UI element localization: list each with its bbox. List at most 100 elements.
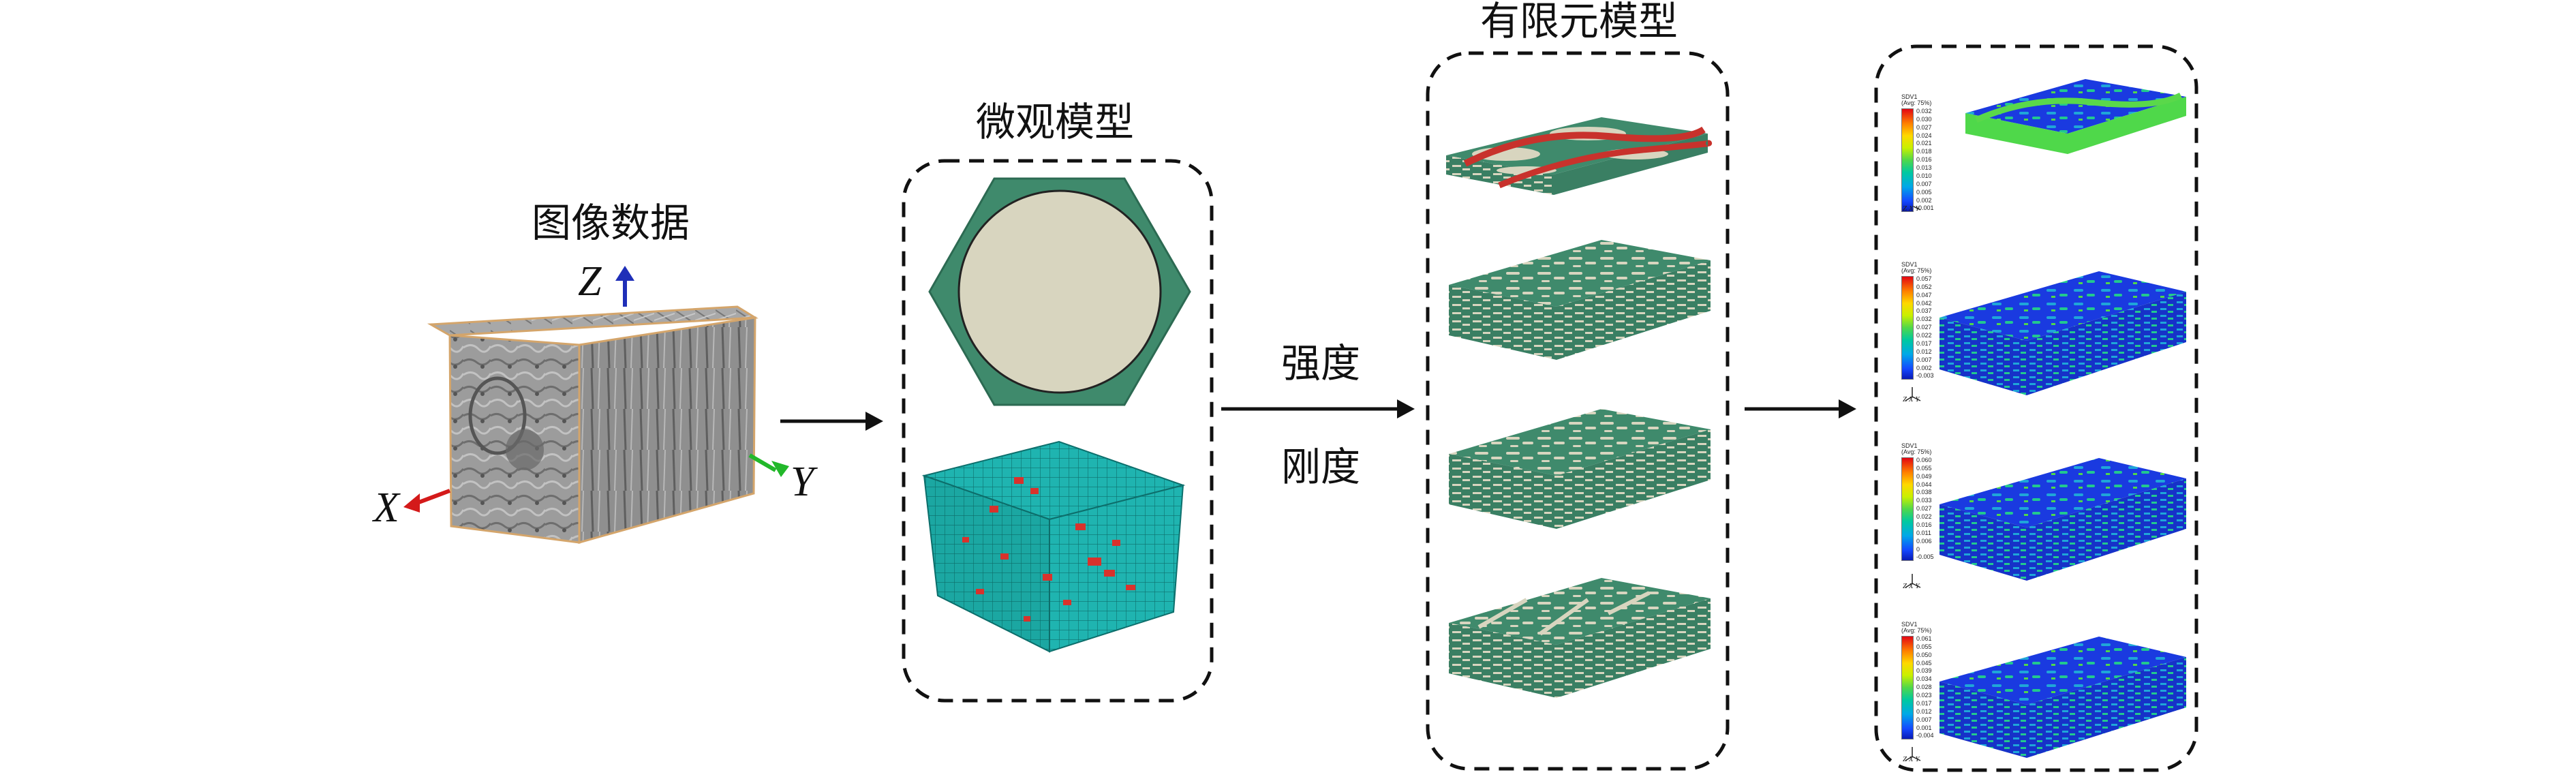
legend-tick-value: 0.002 [1916,364,1932,371]
legend-tick-value: 0.037 [1916,307,1932,315]
fe-model-label: 有限元模型 [1480,0,1678,44]
result-slab-1 [1965,79,2186,154]
legend-tick-value: 0.012 [1916,348,1932,355]
triad-label-3: Z X Y [1903,582,1920,590]
axis-triad [403,266,789,513]
fe-model-slab-3 [1449,409,1711,529]
legend-averaging: (Avg: 75%) [1901,267,1932,275]
legend-tick-value: 0.007 [1916,716,1932,723]
legend-tick-value: -0.001 [1916,204,1934,212]
legend-tick-value: 0.011 [1916,529,1931,536]
legend-variable: SDV1 [1901,93,1918,100]
legend-tick-value: 0.007 [1916,180,1932,187]
legend-tick-value: 0.027 [1916,123,1932,131]
legend-color-bar [1901,457,1914,561]
legend-tick-value: 0.002 [1916,196,1932,204]
results-frame [1874,44,2198,772]
fe-model-slab-4 [1449,578,1711,698]
legend-tick-value: 0.055 [1916,464,1932,472]
legend-tick-value: 0.049 [1916,472,1932,480]
meshed-micro-cube [921,440,1186,653]
legend-tick-value: -0.003 [1916,372,1934,380]
strength-label: 强度 [1281,340,1361,386]
legend-title: SDV1(Avg: 75%) [1901,442,1983,456]
legend-title: SDV1(Avg: 75%) [1901,93,1983,107]
legend-tick-value: 0.047 [1916,291,1932,299]
legend-tick-value: 0.050 [1916,651,1932,658]
legend-tick-value: 0.021 [1916,140,1932,147]
legend-tick-value: 0.013 [1916,164,1932,171]
legend-tick-value: 0.032 [1916,316,1932,323]
arrow-micro-to-fe [1221,399,1415,418]
legend-tick-value: 0.007 [1916,356,1932,363]
legend-tick-value: 0.060 [1916,456,1932,463]
legend-title: SDV1(Avg: 75%) [1901,621,1983,635]
legend-averaging: (Avg: 75%) [1901,100,1932,107]
x-axis-label: X [373,485,399,531]
legend-tick-value: -0.005 [1916,553,1934,561]
legend-tick-value: 0.024 [1916,132,1932,139]
legend-variable: SDV1 [1901,261,1918,268]
fe-model-frame [1426,51,1730,771]
legend-tick-value: 0.033 [1916,497,1932,504]
ct-image-cube [427,305,758,544]
legend-tick-value: 0.001 [1916,724,1932,731]
legend-tick-value: 0.022 [1916,332,1932,339]
stiffness-label: 刚度 [1281,444,1361,490]
fe-model-slab-2 [1449,240,1711,360]
legend-tick-value: 0.012 [1916,707,1932,715]
triad-label-4: Z X Y [1903,755,1920,763]
legend-title: SDV1(Avg: 75%) [1901,261,1983,275]
micro-model-label: 微观模型 [976,99,1135,145]
micro-model-frame [902,159,1214,703]
result-slab-3 [1939,458,2186,581]
legend-tick-value: 0.017 [1916,699,1932,707]
legend-tick-value: 0.044 [1916,480,1932,488]
fe-model-slab-1 [1446,117,1713,195]
legend-tick-value: 0.034 [1916,675,1932,683]
legend-tick-value: 0.028 [1916,684,1932,691]
legend-variable: SDV1 [1901,442,1918,449]
legend-tick-value: 0.016 [1916,156,1932,164]
arrow-fe-to-results [1745,399,1856,418]
legend-tick-value: 0.055 [1916,643,1932,650]
result-slab-2 [1939,271,2186,395]
legend-tick-value: 0.038 [1916,489,1932,496]
legend-tick-value: 0 [1916,545,1920,553]
legend-tick-value: 0.027 [1916,324,1932,331]
legend-tick-value: 0.018 [1916,148,1932,155]
triad-label-1: Z X Y [1903,204,1920,213]
legend-tick-value: 0.010 [1916,172,1932,179]
legend-tick-value: 0.017 [1916,339,1932,347]
legend-averaging: (Avg: 75%) [1901,448,1932,456]
legend-tick-value: 0.005 [1916,188,1932,196]
arrow-image-to-micro [780,412,883,431]
legend-color-bar [1901,108,1914,212]
legend-tick-value: 0.042 [1916,299,1932,307]
legend-tick-value: 0.045 [1916,659,1932,667]
legend-tick-value: 0.057 [1916,275,1932,282]
legend-averaging: (Avg: 75%) [1901,627,1932,635]
legend-variable: SDV1 [1901,621,1918,628]
legend-tick-value: 0.027 [1916,505,1932,513]
legend-tick-value: -0.004 [1916,732,1934,739]
legend-tick-value: 0.061 [1916,635,1932,642]
legend-color-bar [1901,275,1914,380]
legend-tick-value: 0.022 [1916,513,1932,520]
y-axis-label: Y [791,459,814,505]
legend-tick-value: 0.030 [1916,115,1932,123]
result-slab-4 [1939,637,2186,758]
legend-tick-value: 0.032 [1916,107,1932,114]
triad-label-2: Z X Y [1903,395,1920,403]
legend-tick-value: 0.023 [1916,692,1932,699]
legend-tick-value: 0.016 [1916,521,1932,528]
legend-tick-value: 0.006 [1916,537,1932,545]
image-data-label: 图像数据 [532,200,690,246]
z-axis-label: Z [578,258,602,305]
legend-tick-value: 0.039 [1916,667,1932,675]
